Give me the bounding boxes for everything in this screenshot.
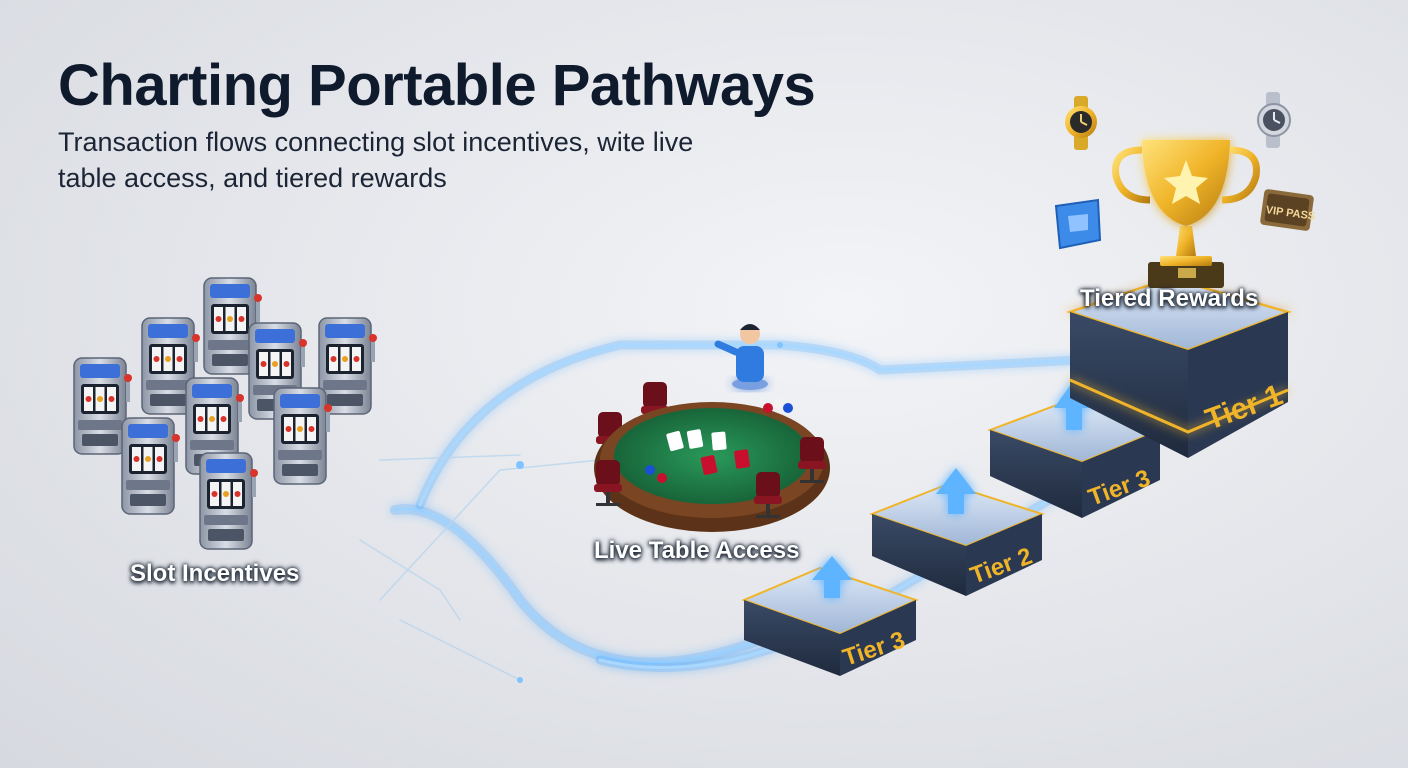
page-title: Charting Portable Pathways — [58, 53, 816, 118]
tier-block-top — [1066, 276, 1292, 458]
slot-machine — [199, 452, 259, 550]
live-table — [594, 324, 830, 532]
slot-machine-cluster — [73, 277, 378, 550]
label-live-table-access: Live Table Access — [594, 537, 800, 564]
slot-machine — [121, 417, 181, 515]
slot-machine — [318, 317, 378, 415]
label-tiered-rewards: Tiered Rewards — [1080, 285, 1259, 312]
flow-lines — [359, 340, 1105, 683]
tier-steps — [741, 276, 1292, 676]
page-subtitle: Transaction flows connecting slot incent… — [58, 127, 694, 193]
watch-icon — [1065, 96, 1097, 150]
dealer-figure — [714, 324, 768, 390]
vip-pass-icon — [1260, 189, 1314, 231]
tier-block-first — [741, 556, 919, 676]
silver-watch-icon — [1257, 92, 1291, 148]
slot-machine — [273, 387, 333, 485]
tier-block-second — [869, 468, 1045, 596]
label-slot-incentives: Slot Incentives — [130, 560, 300, 587]
trophy-icon — [1112, 140, 1260, 288]
ticket-icon — [1054, 198, 1102, 250]
